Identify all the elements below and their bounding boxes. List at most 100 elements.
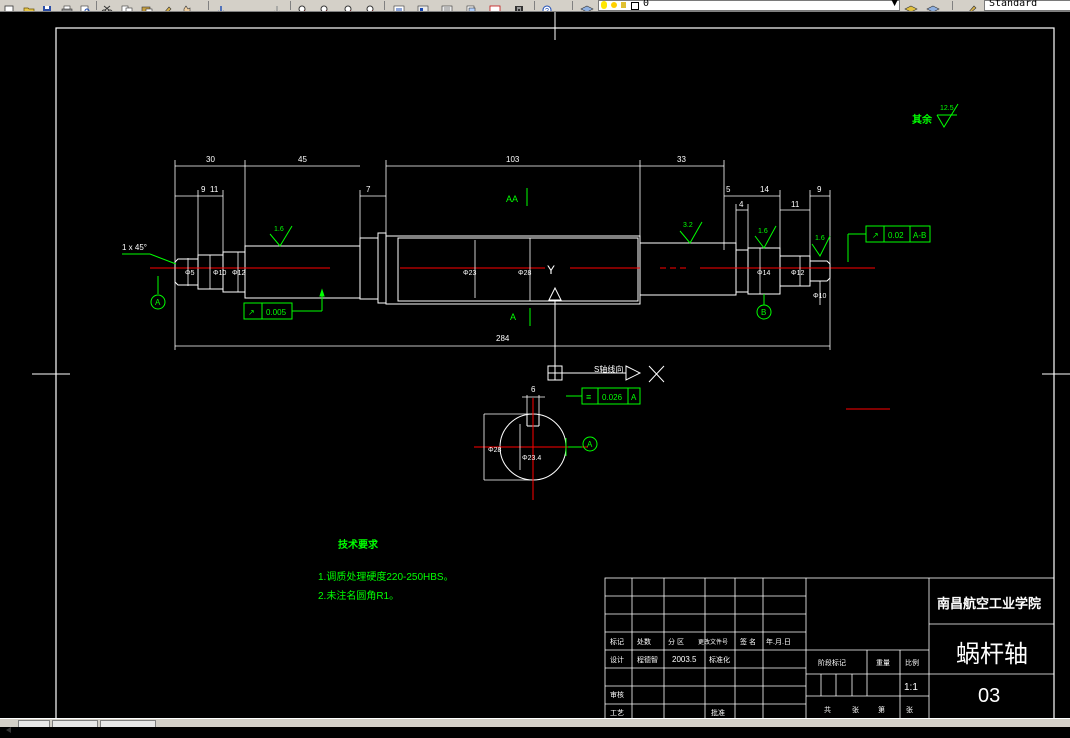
svg-text:签 名: 签 名 xyxy=(740,637,756,646)
svg-text:重量: 重量 xyxy=(876,659,890,667)
drawing-canvas[interactable]: 其余 12.5 xyxy=(0,12,1070,718)
properties-icon[interactable] xyxy=(392,0,406,11)
paste-icon[interactable] xyxy=(140,0,154,11)
svg-text:4: 4 xyxy=(739,200,744,209)
svg-text:6: 6 xyxy=(531,385,536,394)
svg-text:比例: 比例 xyxy=(905,658,919,667)
markup-icon[interactable] xyxy=(488,0,502,11)
open-file-icon[interactable] xyxy=(22,0,36,11)
calculator-icon[interactable] xyxy=(512,0,526,11)
svg-text:33: 33 xyxy=(677,155,686,164)
tab-model[interactable] xyxy=(18,720,50,727)
svg-text:A: A xyxy=(631,393,637,402)
layer-previous-icon[interactable] xyxy=(904,0,918,11)
svg-text:工艺: 工艺 xyxy=(610,709,624,717)
svg-text:更改文件号: 更改文件号 xyxy=(698,638,728,646)
text-style-dropdown[interactable]: Standard xyxy=(984,0,1070,11)
datum-b: B xyxy=(756,294,772,320)
svg-text:张: 张 xyxy=(852,705,859,714)
pan-icon[interactable] xyxy=(180,0,194,11)
undo-icon[interactable] xyxy=(214,0,228,11)
svg-text:2.未注名圆角R1。: 2.未注名圆角R1。 xyxy=(318,589,399,602)
svg-text:↗: ↗ xyxy=(872,231,879,240)
svg-text:处数: 处数 xyxy=(637,637,651,646)
svg-text:1:1: 1:1 xyxy=(904,682,918,693)
section-view: 6 Φ28 Φ23.4 xyxy=(474,385,588,500)
toolbar-separator xyxy=(572,1,573,10)
svg-text:11: 11 xyxy=(791,200,800,209)
chevron-down-icon[interactable]: ▼ xyxy=(891,0,898,8)
svg-text:Φ5: Φ5 xyxy=(185,270,195,277)
ucs-icon: Y S轴线向 xyxy=(547,263,665,383)
svg-text:程德智: 程德智 xyxy=(637,655,658,664)
svg-text:Φ28: Φ28 xyxy=(488,447,501,454)
svg-text:审核: 审核 xyxy=(610,690,624,699)
roughness-symbols: 1.6 3.2 1.6 1.6 xyxy=(269,221,831,257)
section-labels: AA A xyxy=(506,188,531,326)
tab-layout1[interactable] xyxy=(52,720,98,727)
layer-dropdown[interactable]: 0 ▼ xyxy=(598,0,900,11)
svg-text:45: 45 xyxy=(298,155,307,164)
zoom-realtime-icon[interactable] xyxy=(296,0,310,11)
svg-text:0.005: 0.005 xyxy=(266,308,287,317)
redo-icon[interactable] xyxy=(270,0,284,11)
svg-text:共: 共 xyxy=(824,705,831,714)
svg-text:标准化: 标准化 xyxy=(709,655,730,664)
border-center-marks xyxy=(32,12,1070,375)
sun-icon[interactable] xyxy=(611,2,617,8)
text-style-icon[interactable] xyxy=(964,0,978,11)
lightbulb-icon[interactable] xyxy=(601,1,607,9)
svg-text:Φ23.4: Φ23.4 xyxy=(522,455,541,462)
svg-text:7: 7 xyxy=(366,185,371,194)
datum-a-section: A xyxy=(582,436,598,452)
zoom-previous-icon[interactable] xyxy=(342,0,356,11)
color-swatch-icon xyxy=(631,2,639,10)
svg-text:张: 张 xyxy=(906,705,913,714)
svg-text:Φ28: Φ28 xyxy=(518,270,531,277)
chamfer-leader xyxy=(122,253,177,294)
svg-text:S轴线向: S轴线向 xyxy=(594,364,623,374)
toolbar-separator xyxy=(952,1,953,10)
lock-icon[interactable] xyxy=(621,2,626,8)
svg-text:标记: 标记 xyxy=(610,637,624,646)
svg-text:技术要求: 技术要求 xyxy=(338,538,379,551)
layer-manager-icon[interactable] xyxy=(580,0,594,11)
svg-text:年.月.日: 年.月.日 xyxy=(766,637,791,646)
copy-icon[interactable] xyxy=(120,0,134,11)
design-center-icon[interactable] xyxy=(416,0,430,11)
svg-text:A: A xyxy=(587,440,593,449)
text-style-value: Standard xyxy=(989,0,1038,9)
tool-palette-icon[interactable] xyxy=(440,0,454,11)
svg-text:5: 5 xyxy=(726,185,731,194)
svg-text:1 x 45°: 1 x 45° xyxy=(122,243,147,252)
svg-text:1.6: 1.6 xyxy=(815,235,825,242)
cut-icon[interactable] xyxy=(100,0,114,11)
svg-text:2003.5: 2003.5 xyxy=(672,655,697,664)
new-file-icon[interactable] xyxy=(2,0,16,11)
svg-text:≡: ≡ xyxy=(586,392,591,402)
svg-text:11: 11 xyxy=(210,185,219,194)
tab-layout2[interactable] xyxy=(100,720,156,727)
svg-text:南昌航空工业学院: 南昌航空工业学院 xyxy=(937,596,1041,611)
save-icon[interactable] xyxy=(40,0,54,11)
svg-text:AA: AA xyxy=(506,194,518,204)
zoom-extents-icon[interactable] xyxy=(364,0,378,11)
toolbar-separator xyxy=(384,1,385,10)
layer-states-icon[interactable] xyxy=(926,0,940,11)
match-properties-icon[interactable] xyxy=(160,0,174,11)
svg-text:Φ12: Φ12 xyxy=(232,270,245,277)
print-icon[interactable] xyxy=(60,0,74,11)
svg-text:Y: Y xyxy=(547,263,555,277)
toolbar-separator xyxy=(534,1,535,10)
svg-text:1.6: 1.6 xyxy=(758,228,768,235)
print-preview-icon[interactable] xyxy=(78,0,92,11)
help-icon[interactable]: ? xyxy=(540,0,554,11)
svg-text:A: A xyxy=(155,298,161,307)
runout-tolerance-right: ↗ 0.02 A-B xyxy=(847,225,931,262)
runout-tolerance-left: ↗ 0.005 xyxy=(243,288,325,320)
datum-a-left: A xyxy=(150,294,166,310)
zoom-window-icon[interactable] xyxy=(318,0,332,11)
surface-finish-note: 其余 12.5 xyxy=(912,103,959,128)
sheetset-icon[interactable] xyxy=(464,0,478,11)
dimension-lines xyxy=(174,160,831,350)
